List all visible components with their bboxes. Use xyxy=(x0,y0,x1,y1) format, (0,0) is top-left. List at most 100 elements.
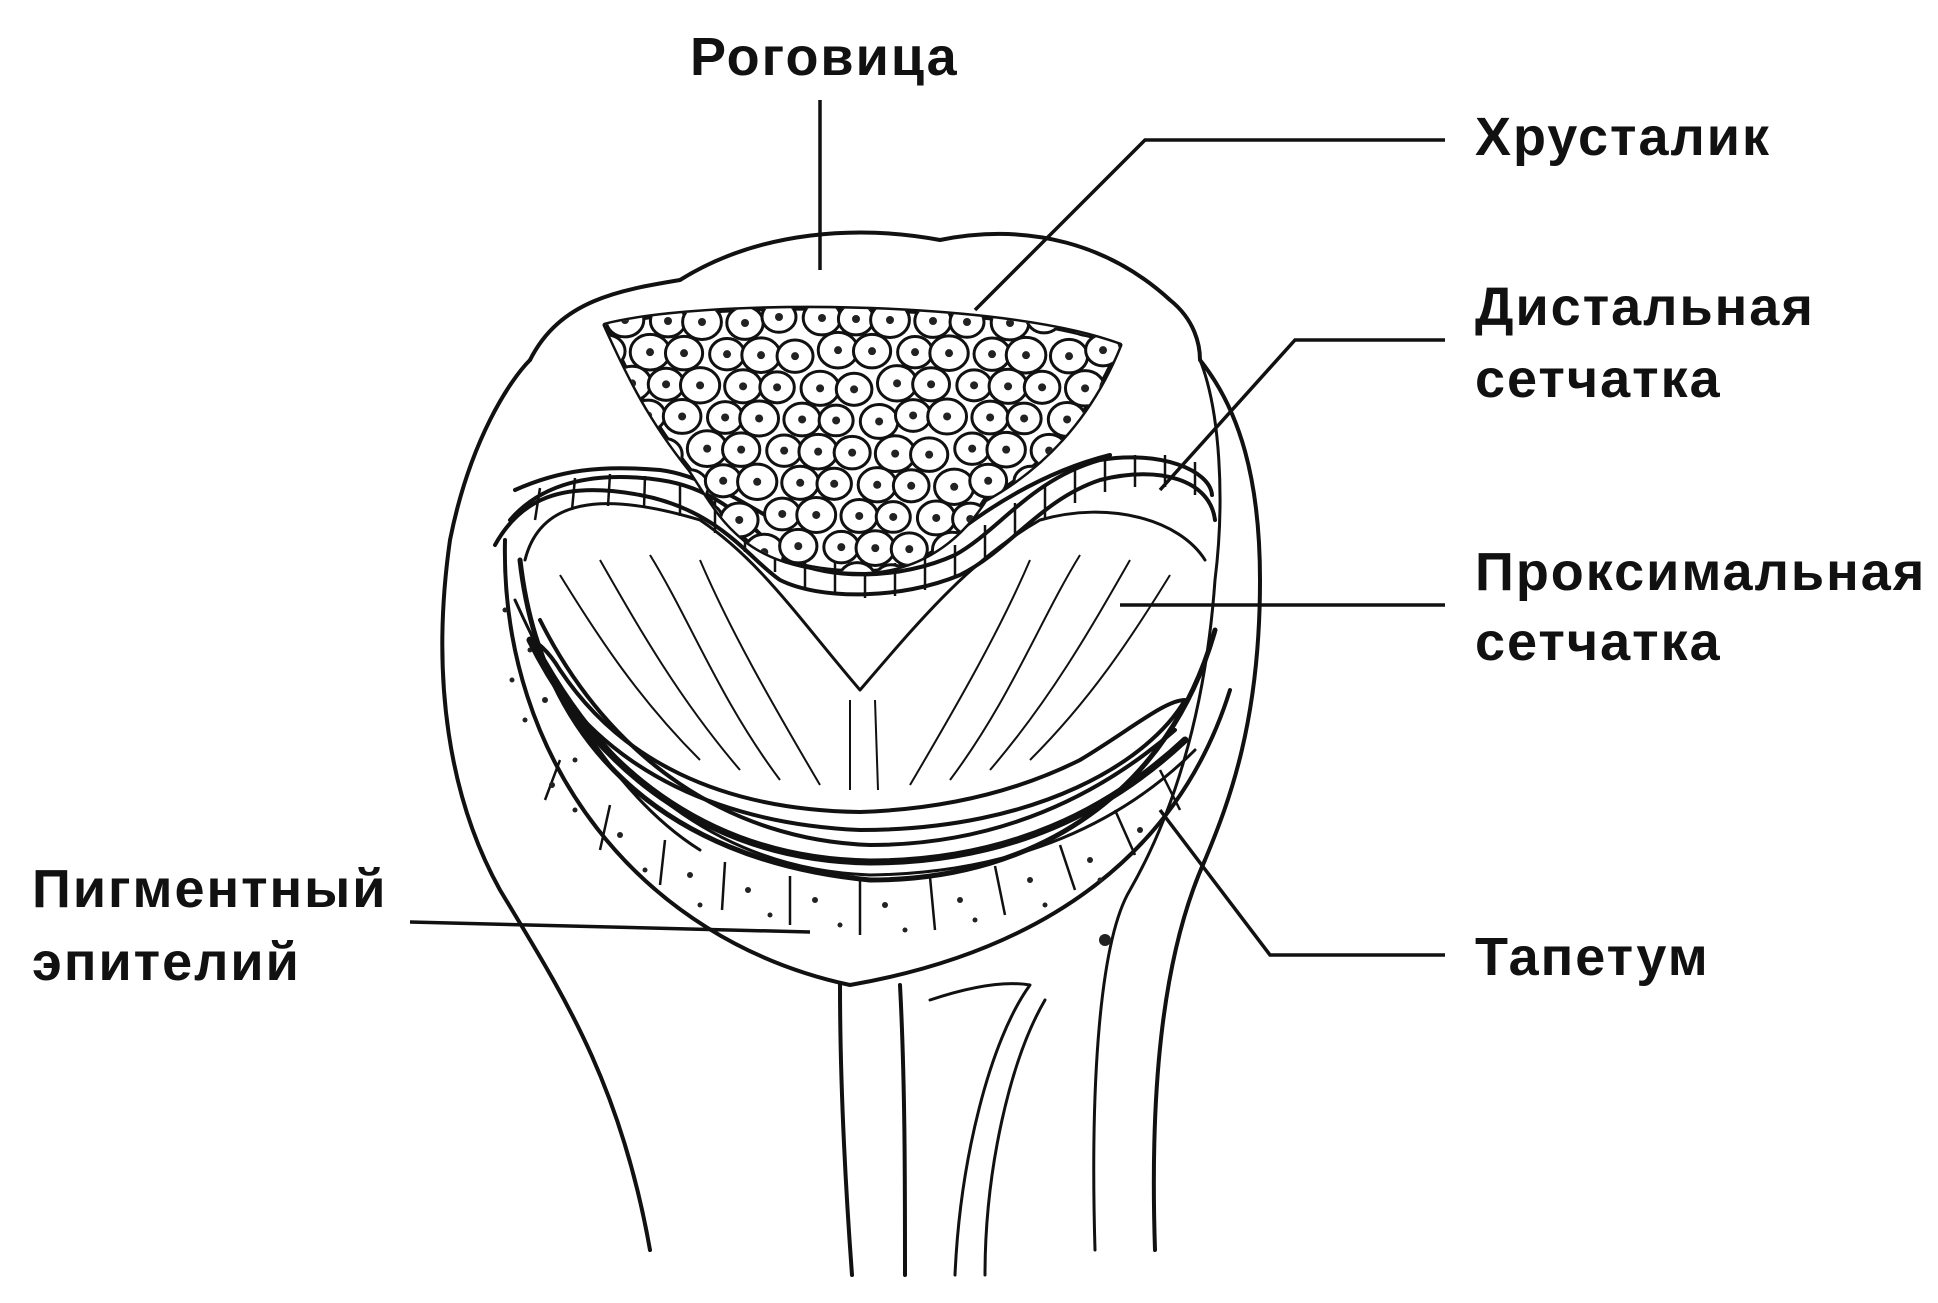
lens-cell xyxy=(605,435,607,470)
lens-cell-nucleus xyxy=(717,547,726,556)
lens-cell xyxy=(1042,527,1085,565)
lens-cell-nucleus xyxy=(1004,382,1013,391)
lens-cell-nucleus xyxy=(925,450,934,459)
lens-cell-nucleus xyxy=(680,349,689,358)
label-pigment-epithelium-line1: Пигментный xyxy=(32,859,387,919)
lens-cell-nucleus xyxy=(624,512,633,521)
lens-cell-nucleus xyxy=(932,513,941,522)
lens-cell-nucleus xyxy=(853,575,861,583)
lens-cell xyxy=(793,566,836,572)
leader-distal-retina xyxy=(1158,338,1445,492)
lens-cell-nucleus xyxy=(1102,543,1111,552)
labels: Роговица Хрусталик Дистальная сетчатка П… xyxy=(32,27,1924,992)
lens-cell-nucleus xyxy=(796,478,805,487)
lens-cell-nucleus xyxy=(943,412,952,421)
lens-cell xyxy=(625,531,664,567)
lens-cell-nucleus xyxy=(698,318,706,326)
lens-cell-nucleus xyxy=(1025,548,1034,557)
lens-cell xyxy=(1086,529,1120,565)
lens-cell-nucleus xyxy=(585,385,593,393)
lens-cell-nucleus xyxy=(780,446,789,455)
lens-cell-nucleus xyxy=(907,481,916,490)
lens-cell-nucleus xyxy=(742,579,750,587)
lens-cell-nucleus xyxy=(875,417,884,426)
lens-cell-nucleus xyxy=(1022,351,1031,360)
lens-cell-nucleus xyxy=(929,317,937,325)
lens-cell-nucleus xyxy=(868,347,877,356)
lens-cell xyxy=(872,563,911,572)
lens-cell-nucleus xyxy=(1007,579,1015,587)
lens-cell-nucleus xyxy=(873,480,882,489)
lens-cell-nucleus xyxy=(886,316,894,324)
lens-cell-nucleus xyxy=(1117,315,1120,323)
lens-cell-nucleus xyxy=(905,545,914,554)
lens-cell xyxy=(1081,403,1120,438)
lens-cell-nucleus xyxy=(606,544,615,553)
lens-cell-nucleus xyxy=(723,350,732,359)
label-proximal-retina-line2: сетчатка xyxy=(1475,612,1722,672)
lens-cell-nucleus xyxy=(911,348,920,357)
lens-cell-nucleus xyxy=(1084,581,1092,589)
lens-cell-nucleus xyxy=(1038,383,1047,392)
lens-cell-nucleus xyxy=(703,444,712,453)
lens-cell-nucleus xyxy=(660,450,669,459)
lens-cell-nucleus xyxy=(964,578,972,586)
lens-cell xyxy=(1025,566,1066,572)
lens-cell xyxy=(966,532,1007,570)
leader-pigment-epithelium xyxy=(409,920,811,934)
lens-cell-nucleus xyxy=(945,349,954,358)
lens-cell-nucleus xyxy=(968,444,977,453)
lens-cell-nucleus xyxy=(794,542,803,551)
lens-cell xyxy=(605,529,631,567)
lens-cell xyxy=(605,466,633,503)
lens-cell-nucleus xyxy=(664,317,672,325)
lens-cell-nucleus xyxy=(1059,542,1068,551)
lens-cell xyxy=(609,434,651,473)
lens-cell-nucleus xyxy=(812,510,821,519)
lens-cell-nucleus xyxy=(753,477,762,486)
lens-cell-nucleus xyxy=(775,313,783,321)
lens-cell-nucleus xyxy=(871,544,880,553)
lens-cell-nucleus xyxy=(988,350,997,359)
lens-cell xyxy=(605,403,625,440)
lens-cell-nucleus xyxy=(1079,447,1088,456)
lens-cell-nucleus xyxy=(850,385,859,394)
lens-cell-nucleus xyxy=(830,479,839,488)
lens-cell-nucleus xyxy=(1041,580,1049,588)
lens-cell xyxy=(649,563,690,572)
lens-cell-nucleus xyxy=(1081,384,1090,393)
lens-cell-nucleus xyxy=(810,581,818,589)
tapetum xyxy=(526,618,1197,877)
lens-cell-nucleus xyxy=(1006,319,1014,327)
label-tapetum: Тапетум xyxy=(1475,927,1710,987)
label-lens: Хрусталик xyxy=(1475,107,1771,167)
lens-cell-nucleus xyxy=(1115,385,1120,394)
lens-cell-nucleus xyxy=(721,413,730,422)
lens-cell xyxy=(1024,308,1064,335)
lens-cell-nucleus xyxy=(622,576,630,584)
leader-lens xyxy=(973,138,1445,312)
lens-cell-nucleus xyxy=(816,384,825,393)
lens-cell-nucleus xyxy=(696,381,705,390)
label-pigment-epithelium-line2: эпителий xyxy=(32,932,301,992)
lens-cell xyxy=(837,561,878,572)
lens-cell-nucleus xyxy=(1061,478,1070,487)
lens-cell xyxy=(1101,308,1120,337)
leader-lines xyxy=(409,100,1445,957)
lens-cell-nucleus xyxy=(855,511,864,520)
lens-cell xyxy=(1069,568,1108,572)
lens-cell-nucleus xyxy=(818,314,826,322)
label-distal-retina-line1: Дистальная xyxy=(1475,277,1815,337)
lens-cell-nucleus xyxy=(737,445,746,454)
lens-cell-nucleus xyxy=(832,416,841,425)
lens-cell-nucleus xyxy=(970,381,979,390)
lens-cell-nucleus xyxy=(1002,445,1011,454)
lens-cell-nucleus xyxy=(791,352,800,361)
lens-cell-nucleus xyxy=(1020,414,1029,423)
lens-cell-nucleus xyxy=(893,379,902,388)
lens-cell-nucleus xyxy=(1063,415,1072,424)
lens-cell-nucleus xyxy=(662,380,671,389)
lens-cell-nucleus xyxy=(699,578,707,586)
lens-cell-nucleus xyxy=(755,414,764,423)
